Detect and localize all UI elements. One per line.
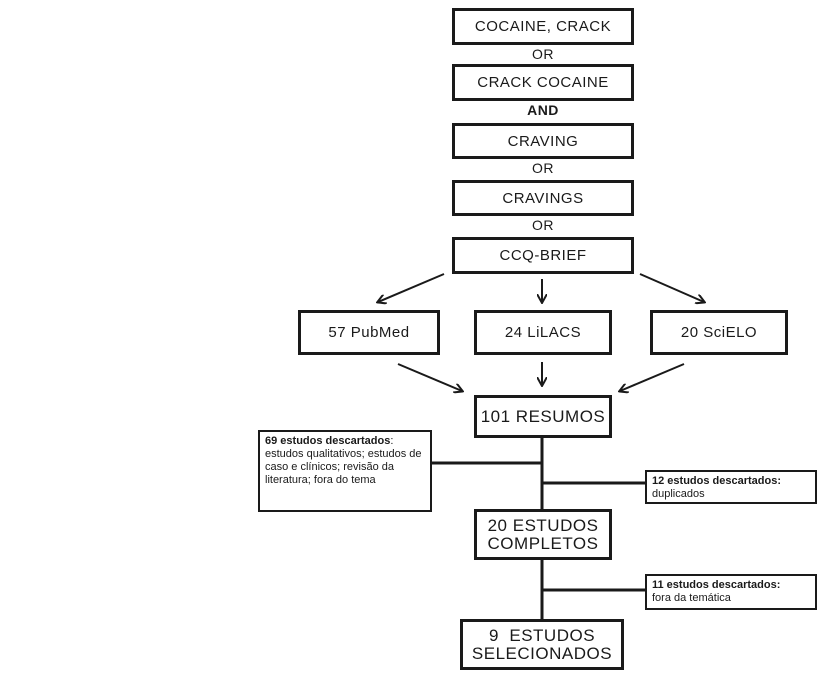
selected-studies-box: 9 ESTUDOS SELECIONADOS (460, 619, 624, 670)
abstracts-box: 101 RESUMOS (474, 395, 612, 438)
arrow-scielo-to-abstracts (620, 363, 685, 391)
operator-and: AND (527, 102, 559, 118)
full-studies-box: 20 ESTUDOS COMPLETOS (474, 509, 612, 560)
term-ccq-brief: CCQ-BRIEF (452, 237, 634, 274)
database-scielo: 20 SciELO (650, 310, 788, 355)
operator-or-3: OR (532, 217, 554, 233)
arrow-to-pubmed (378, 273, 445, 302)
database-pubmed: 57 PubMed (298, 310, 440, 355)
discard-note-duplicates-12: 12 estudos descartados: duplicados (645, 470, 817, 504)
term-crack-cocaine: CRACK COCAINE (452, 64, 634, 101)
term-cravings: CRAVINGS (452, 180, 634, 216)
discard-note-excluded-69: 69 estudos descartados: estudos qualitat… (258, 430, 432, 512)
discard-note-offtopic-11: 11 estudos descartados: fora da temática (645, 574, 817, 610)
operator-or-2: OR (532, 160, 554, 176)
database-lilacs: 24 LiLACS (474, 310, 612, 355)
arrow-to-scielo (639, 273, 704, 302)
term-craving: CRAVING (452, 123, 634, 159)
term-cocaine-crack: COCAINE, CRACK (452, 8, 634, 45)
arrow-pubmed-to-abstracts (397, 363, 462, 391)
operator-or-1: OR (532, 46, 554, 62)
